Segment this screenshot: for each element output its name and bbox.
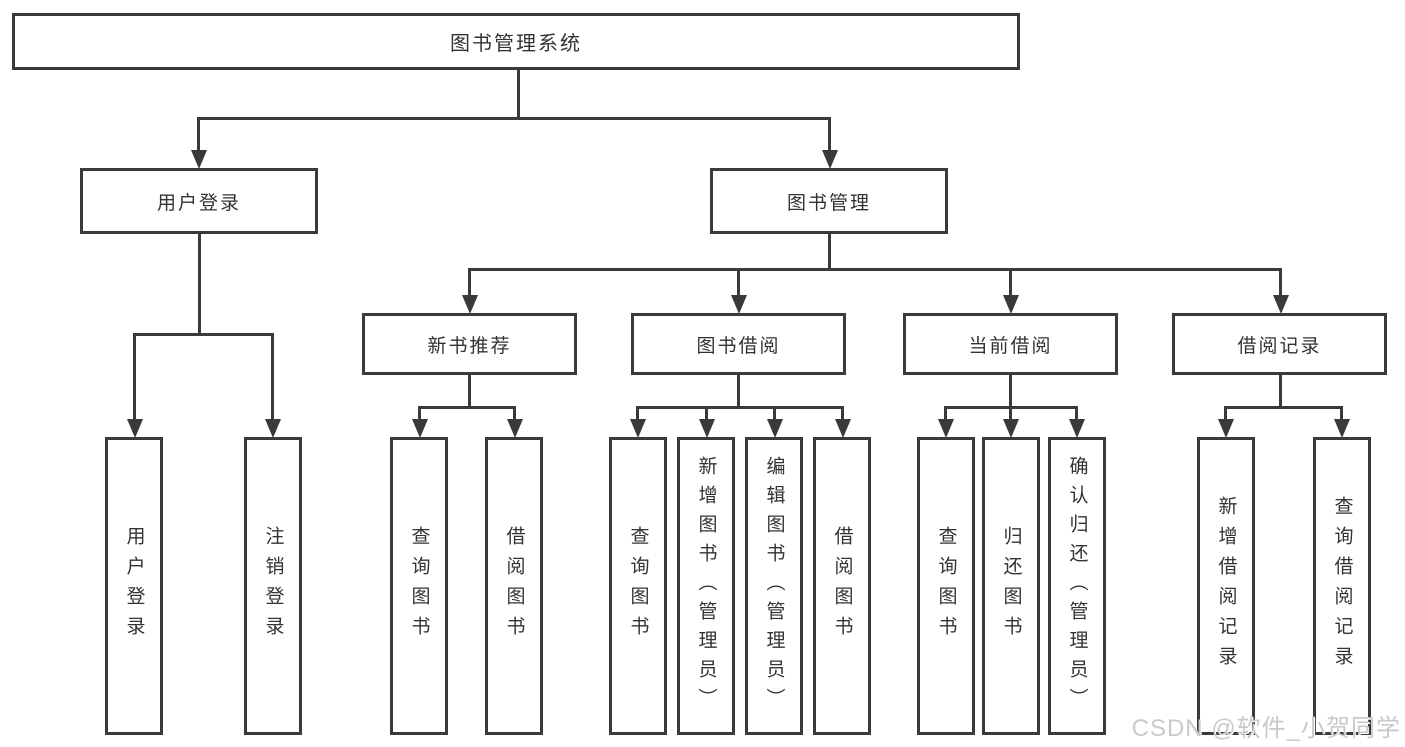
leaf-confirm-return-admin-label: 确认归还（管理员）	[1066, 455, 1088, 717]
arrow-book-mgmt	[822, 150, 838, 169]
arrow-g2-c2	[699, 419, 715, 438]
leaf-query-borrow-record: 查询借阅记录	[1313, 437, 1371, 735]
leaf-query-books-2-label: 查询图书	[627, 526, 649, 646]
node-current-borrowing: 当前借阅	[903, 313, 1118, 375]
node-borrowing-records-label: 借阅记录	[1237, 335, 1322, 357]
leaf-borrow-books-1-label: 借阅图书	[503, 526, 525, 646]
node-root-label: 图书管理系统	[450, 33, 582, 55]
connector-user-login-drop	[197, 117, 200, 161]
connector-book-borrow-drop	[737, 268, 740, 306]
connector-g2-c1-drop	[636, 406, 639, 430]
connector-book-mgmt-stem	[828, 234, 831, 270]
leaf-logout-label: 注销登录	[262, 526, 284, 646]
connector-g4-bar	[1224, 406, 1342, 409]
arrow-g4-c2	[1334, 419, 1350, 438]
connector-level3-bar	[468, 268, 1282, 271]
leaf-query-books-3-label: 查询图书	[935, 526, 957, 646]
leaf-user-login: 用户登录	[105, 437, 163, 735]
arrow-g2-c1	[630, 419, 646, 438]
arrow-new-book-rec	[462, 295, 478, 314]
arrow-current-borrow	[1003, 295, 1019, 314]
leaf-query-books-2: 查询图书	[609, 437, 667, 735]
connector-current-borrow-drop	[1009, 268, 1012, 306]
node-user-login-label: 用户登录	[156, 192, 241, 214]
leaf-edit-books-admin-label: 编辑图书（管理员）	[763, 455, 785, 717]
connector-g4-stem	[1279, 375, 1282, 409]
node-user-login: 用户登录	[80, 168, 318, 234]
leaf-user-login-label: 用户登录	[123, 526, 145, 646]
leaf-add-books-admin-label: 新增图书（管理员）	[695, 455, 717, 717]
leaf-add-borrow-record: 新增借阅记录	[1197, 437, 1255, 735]
connector-user-login-bar	[133, 333, 274, 336]
arrow-g2-c4	[835, 419, 851, 438]
leaf-confirm-return-admin: 确认归还（管理员）	[1048, 437, 1106, 735]
connector-g1-bar	[418, 406, 516, 409]
arrow-g3-c2	[1003, 419, 1019, 438]
node-new-book-recommend-label: 新书推荐	[427, 335, 512, 357]
connector-g3-c2-drop	[1009, 406, 1012, 430]
arrow-g3-c3	[1069, 419, 1085, 438]
arrow-logout	[265, 419, 281, 438]
leaf-return-books: 归还图书	[982, 437, 1040, 735]
connector-g3-c1-drop	[944, 406, 947, 430]
arrow-g4-c1	[1218, 419, 1234, 438]
arrow-g3-c1	[938, 419, 954, 438]
leaf-borrow-books-2-label: 借阅图书	[831, 526, 853, 646]
arrow-g1-c2	[507, 419, 523, 438]
connector-logout-drop	[271, 333, 274, 430]
node-book-management: 图书管理	[710, 168, 948, 234]
connector-new-book-drop	[468, 268, 471, 306]
connector-g2-c2-drop	[705, 406, 708, 430]
connector-g2-c4-drop	[841, 406, 844, 430]
node-borrowing-records: 借阅记录	[1172, 313, 1387, 375]
connector-g3-c3-drop	[1075, 406, 1078, 430]
leaf-query-books-3: 查询图书	[917, 437, 975, 735]
connector-g4-c1-drop	[1224, 406, 1227, 430]
arrow-login	[127, 419, 143, 438]
node-new-book-recommend: 新书推荐	[362, 313, 577, 375]
leaf-query-borrow-record-label: 查询借阅记录	[1331, 496, 1353, 676]
node-current-borrowing-label: 当前借阅	[968, 335, 1053, 357]
leaf-query-books-1: 查询图书	[390, 437, 448, 735]
leaf-logout: 注销登录	[244, 437, 302, 735]
connector-level2-bar	[197, 117, 831, 120]
connector-g4-c2-drop	[1340, 406, 1343, 430]
connector-g2-c3-drop	[773, 406, 776, 430]
node-book-management-label: 图书管理	[786, 192, 871, 214]
arrow-g2-c3	[767, 419, 783, 438]
connector-user-login-stem	[198, 234, 201, 335]
arrow-user-login	[191, 150, 207, 169]
leaf-add-books-admin: 新增图书（管理员）	[677, 437, 735, 735]
node-book-borrowing: 图书借阅	[631, 313, 846, 375]
leaf-edit-books-admin: 编辑图书（管理员）	[745, 437, 803, 735]
connector-g1-c2-drop	[513, 406, 516, 430]
arrow-borrow-records	[1273, 295, 1289, 314]
connector-root-stem	[517, 70, 520, 118]
leaf-query-books-1-label: 查询图书	[408, 526, 430, 646]
leaf-add-borrow-record-label: 新增借阅记录	[1215, 496, 1237, 676]
leaf-return-books-label: 归还图书	[1000, 526, 1022, 646]
leaf-borrow-books-2: 借阅图书	[813, 437, 871, 735]
connector-g1-c1-drop	[418, 406, 421, 430]
connector-login-drop	[133, 333, 136, 430]
arrow-book-borrow	[731, 295, 747, 314]
connector-borrow-records-drop	[1279, 268, 1282, 306]
connector-g2-bar	[636, 406, 843, 409]
csdn-watermark: CSDN @软件_小贺同学	[1131, 715, 1401, 742]
leaf-borrow-books-1: 借阅图书	[485, 437, 543, 735]
connector-g1-stem	[468, 375, 471, 409]
node-root: 图书管理系统	[12, 13, 1020, 70]
arrow-g1-c1	[412, 419, 428, 438]
connector-book-mgmt-drop	[828, 117, 831, 161]
connector-g2-stem	[737, 375, 740, 409]
node-book-borrowing-label: 图书借阅	[696, 335, 781, 357]
connector-g3-stem	[1009, 375, 1012, 409]
